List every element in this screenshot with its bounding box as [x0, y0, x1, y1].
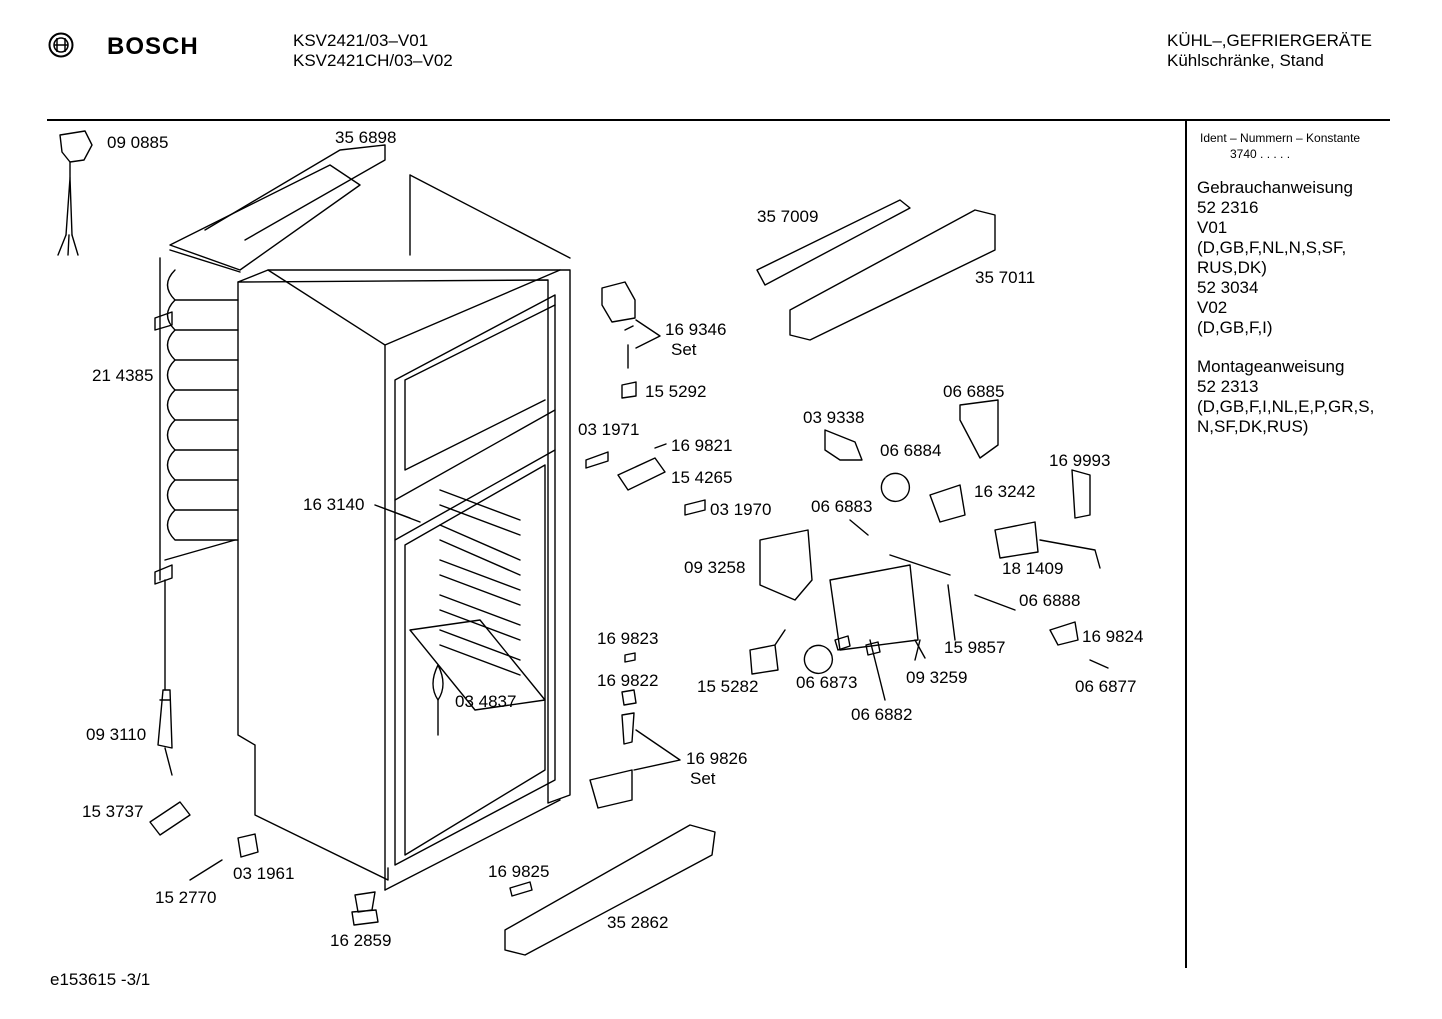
- part-label: Set: [690, 769, 716, 788]
- thermostat-icon: [929, 484, 966, 523]
- sidebar-line: V01: [1197, 218, 1228, 237]
- part-label: 16 3242: [974, 482, 1036, 501]
- part-label: 16 9826: [686, 749, 748, 768]
- part-label: 06 6888: [1019, 591, 1081, 610]
- sidebar-line: 52 2313: [1197, 377, 1259, 396]
- part-label: 06 6873: [796, 673, 858, 692]
- part-label: 15 4265: [671, 468, 733, 487]
- sleeve-icon: [149, 801, 191, 836]
- part-label: 35 2862: [607, 913, 669, 932]
- part-label: 06 6883: [811, 497, 873, 516]
- lamp-ring-icon: [880, 472, 911, 503]
- part-label: 15 2770: [155, 888, 217, 907]
- condenser-icon: [154, 144, 386, 776]
- bracket-icon: [959, 399, 999, 459]
- part-label: 03 1961: [233, 864, 295, 883]
- part-label: 03 9338: [803, 408, 865, 427]
- sidebar-line: 52 2316: [1197, 198, 1259, 217]
- part-label: 16 9823: [597, 629, 659, 648]
- model-number-1: KSV2421/03–V01: [293, 31, 429, 50]
- sidebar-line: Montageanweisung: [1197, 357, 1345, 376]
- top-strip-icon: [756, 199, 911, 286]
- part-label: 16 9821: [671, 436, 733, 455]
- part-label: 16 2859: [330, 931, 392, 950]
- sidebar-line: V02: [1197, 298, 1228, 317]
- part-label: 15 5292: [645, 382, 707, 401]
- part-label: 16 9824: [1082, 627, 1144, 646]
- part-label: 35 7009: [757, 207, 819, 226]
- part-label: Set: [671, 340, 697, 359]
- ident-value: 3740 . . . . .: [1230, 147, 1291, 161]
- part-label: 09 3110: [86, 725, 147, 744]
- part-label: 15 9857: [944, 638, 1006, 657]
- upper-hinge-icon: [601, 281, 636, 323]
- part-label: 35 6898: [335, 128, 397, 147]
- category-subtitle: Kühlschränke, Stand: [1167, 51, 1324, 70]
- model-number-2: KSV2421CH/03–V02: [293, 51, 453, 70]
- sidebar-line: (D,GB,F,I): [1197, 318, 1273, 337]
- part-label: 06 6877: [1075, 677, 1137, 696]
- part-label: 03 1971: [578, 420, 640, 439]
- part-label: 09 3258: [684, 558, 746, 577]
- lower-hinge-icon: [589, 769, 633, 809]
- part-label: 16 9822: [597, 671, 659, 690]
- part-label: 15 3737: [82, 802, 144, 821]
- ident-title: Ident – Nummern – Konstante: [1200, 131, 1361, 145]
- part-label: 06 6882: [851, 705, 913, 724]
- brand-name: BOSCH: [107, 33, 199, 60]
- sidebar-line: 52 3034: [1197, 278, 1259, 297]
- part-label: 09 3259: [906, 668, 968, 687]
- part-label: 16 9993: [1049, 451, 1111, 470]
- sidebar-line: RUS,DK): [1197, 258, 1267, 277]
- part-label: 03 1970: [710, 500, 772, 519]
- sidebar-line: (D,GB,F,I,NL,E,P,GR,S,: [1197, 397, 1375, 416]
- part-label: 03 4837: [455, 692, 517, 711]
- cabinet-icon: [237, 174, 571, 891]
- exploded-view-drawing: [57, 130, 1109, 956]
- foot-icon: [351, 891, 379, 926]
- sidebar-line: Gebrauchanweisung: [1197, 178, 1353, 197]
- part-label: 09 0885: [107, 133, 169, 152]
- part-label: 18 1409: [1002, 559, 1064, 578]
- header-divider: [47, 119, 1390, 121]
- bosch-logo-icon: [48, 32, 74, 58]
- part-label: 21 4385: [92, 366, 154, 385]
- part-label: 16 9825: [488, 862, 550, 881]
- part-label: 06 6884: [880, 441, 942, 460]
- lamp-socket-icon: [824, 429, 863, 461]
- cap-icon: [237, 833, 259, 858]
- part-label: 15 5282: [697, 677, 759, 696]
- sidebar-line: (D,GB,F,NL,N,S,SF,: [1197, 238, 1347, 257]
- part-label: 16 9346: [665, 320, 727, 339]
- part-label: 06 6885: [943, 382, 1005, 401]
- pin-icon: [189, 859, 223, 881]
- part-label: 16 3140: [303, 495, 365, 514]
- part-label: 35 7011: [975, 268, 1036, 287]
- door-strip-icon: [504, 824, 716, 956]
- category-title: KÜHL–,GEFRIERGERÄTE: [1167, 31, 1372, 50]
- power-plug-icon: [57, 130, 93, 256]
- sidebar-line: N,SF,DK,RUS): [1197, 417, 1309, 436]
- drawing-code: e153615 -3/1: [50, 970, 151, 989]
- sidebar-divider: [1185, 120, 1187, 968]
